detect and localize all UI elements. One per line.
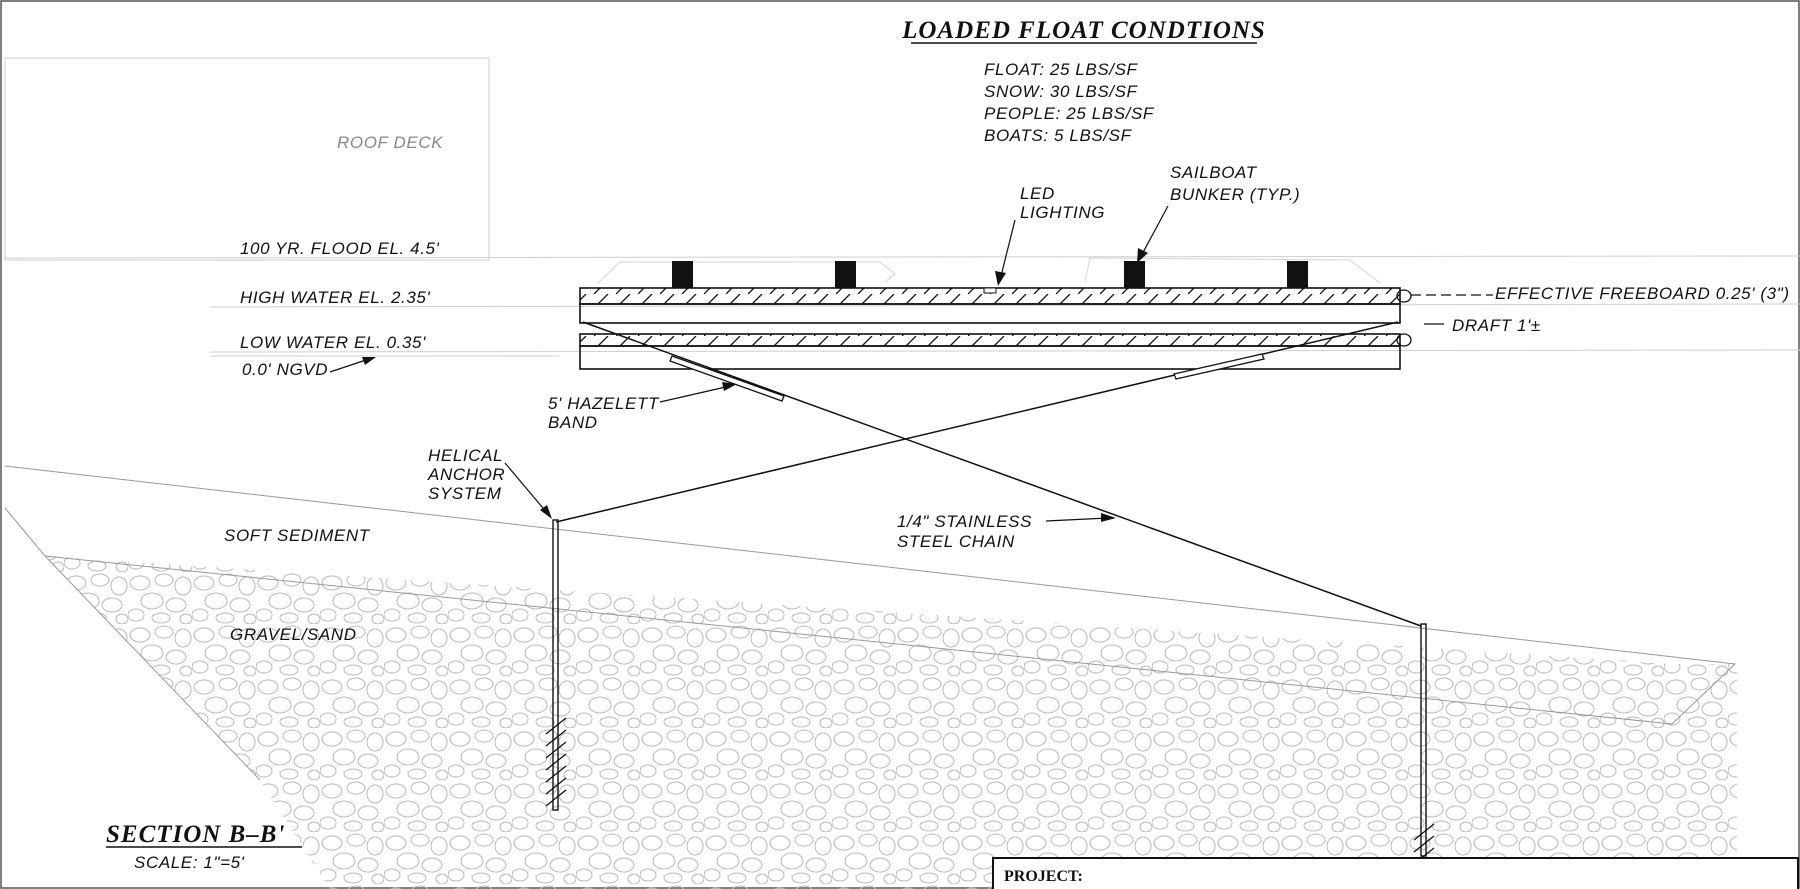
bunker-label-line1: SAILBOAT: [1170, 163, 1258, 182]
roof-deck-label: ROOF DECK: [337, 133, 443, 152]
led-light-fixture: [983, 287, 997, 294]
project-label: PROJECT:: [1004, 868, 1083, 885]
helical-label-line1: HELICAL: [428, 446, 503, 465]
float-end-cap-upper: [1396, 289, 1412, 303]
hazelett-band-left: [669, 355, 785, 402]
sediment-edge: [4, 507, 46, 557]
flood-elevation-label: 100 YR. FLOOD EL. 4.5': [240, 239, 440, 258]
ngvd-label: 0.0' NGVD: [242, 360, 328, 379]
chain-label-line2: STEEL CHAIN: [897, 532, 1015, 551]
bunker-leader-arrow: [1137, 205, 1169, 263]
soft-sediment-label: SOFT SEDIMENT: [224, 526, 371, 545]
led-leader-arrow: [995, 219, 1016, 286]
led-label-line2: LIGHTING: [1020, 203, 1105, 222]
float-body-upper: [579, 303, 1401, 324]
high-water-label: HIGH WATER EL. 2.35': [240, 288, 430, 307]
bunker-label-line2: BUNKER (TYP.): [1170, 185, 1300, 204]
sailboat-bunker: [672, 261, 693, 288]
gravel-sand-layer: [45, 556, 1737, 889]
stainless-chain-left: [555, 321, 1399, 523]
low-water-line: [209, 349, 1800, 353]
hazelett-band-right: [1173, 353, 1265, 380]
led-label-line1: LED: [1020, 184, 1055, 203]
boat-outline-right: [1084, 257, 1381, 284]
gravel-layer-edge: [44, 555, 261, 781]
sediment-line: [4, 465, 1737, 725]
sailboat-bunker: [835, 261, 856, 288]
helical-leader-arrow: [504, 462, 552, 519]
freeboard-label: EFFECTIVE FREEBOARD 0.25' (3"): [1495, 284, 1790, 303]
draft-label: DRAFT 1'±: [1452, 316, 1541, 335]
helical-anchor-pile-left: [552, 519, 559, 811]
hazelett-label-line2: BAND: [548, 413, 598, 432]
sailboat-bunker: [1124, 261, 1145, 288]
sailboat-bunker: [1287, 261, 1308, 288]
stainless-chain-right: [582, 321, 1422, 627]
section-title: SECTION B–B': [106, 821, 285, 848]
chain-leader-arrow: [1045, 513, 1116, 522]
load-conditions-title: LOADED FLOAT CONDTIONS: [901, 17, 1266, 44]
hazelett-label-line1: 5' HAZELETT: [548, 394, 660, 413]
float-end-cap-lower: [1396, 333, 1412, 347]
load-float: FLOAT: 25 LBS/SF: [984, 60, 1139, 79]
title-block: [992, 857, 1799, 889]
chain-label-line1: 1/4" STAINLESS: [897, 512, 1032, 531]
load-snow: SNOW: 30 LBS/SF: [984, 82, 1139, 101]
gravel-sand-label: GRAVEL/SAND: [230, 625, 357, 644]
helical-label-line3: SYSTEM: [428, 484, 502, 503]
load-boats: BOATS: 5 LBS/SF: [984, 126, 1133, 145]
boat-outline-left: [597, 261, 896, 284]
flood-elevation-line: [4, 255, 1800, 259]
high-water-line: [209, 303, 1800, 308]
hazelett-leader-arrow: [659, 382, 737, 403]
float-deck-lower: [579, 333, 1401, 347]
ngvd-leader-arrow: [329, 357, 376, 373]
scale-label: SCALE: 1"=5': [134, 853, 245, 872]
float-body-lower: [579, 345, 1401, 370]
helical-label-line2: ANCHOR: [427, 465, 505, 484]
low-water-label: LOW WATER EL. 0.35': [240, 333, 426, 352]
load-people: PEOPLE: 25 LBS/SF: [984, 104, 1155, 123]
gravel-layer-top: [44, 555, 1673, 725]
roof-deck-outline: [4, 57, 490, 261]
anchor-helix-left: [545, 717, 567, 807]
